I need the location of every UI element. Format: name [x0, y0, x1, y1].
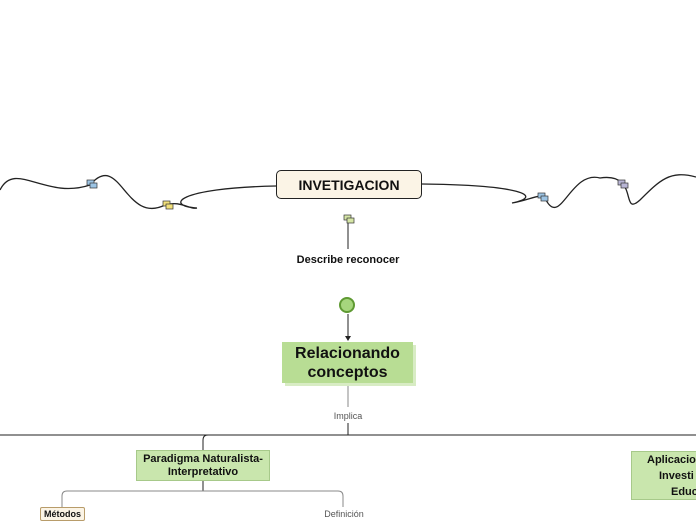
note-icon[interactable] [617, 179, 629, 189]
note-icon[interactable] [86, 179, 98, 189]
child-node-aplicacion[interactable]: Aplicacion Investi Educ [631, 451, 696, 500]
child-node-line1: Aplicacion [647, 453, 696, 466]
child-node-paradigma[interactable]: Paradigma Naturalista- Interpretativo [136, 450, 270, 481]
paradigma-children-bus [61, 490, 344, 507]
child-node-line1: Paradigma Naturalista- [143, 452, 263, 465]
note-icon[interactable] [343, 214, 355, 224]
main-concept-line1: Relacionando [295, 344, 400, 362]
arrow-head [345, 336, 351, 341]
root-topic-label: INVETIGACION [298, 176, 400, 193]
grandchild-node-metodos[interactable]: Métodos [40, 507, 85, 521]
grandchild-label-text: Definición [324, 508, 364, 519]
root-topic-investigacion[interactable]: INVETIGACION [276, 170, 422, 199]
relation-label-text: Implica [333, 410, 363, 421]
grandchild-label-definicion[interactable]: Definición [316, 507, 372, 520]
connector-label-text: Describe reconocer [296, 254, 400, 266]
relation-label-implica: Implica [320, 409, 376, 422]
note-icon[interactable] [537, 192, 549, 202]
right-wavy-branch [421, 174, 696, 208]
child-node-line2: Investi [659, 469, 694, 482]
main-concept-node[interactable]: Relacionando conceptos [282, 342, 413, 383]
connector-label-describe: Describe reconocer [280, 252, 416, 268]
bus-to-paradigma [202, 434, 209, 450]
main-concept-line2: conceptos [307, 363, 388, 381]
left-wavy-branch [0, 175, 277, 209]
child-node-line3: Educ [671, 485, 696, 498]
grandchild-label: Métodos [44, 509, 81, 519]
note-icon[interactable] [162, 200, 174, 210]
child-node-line2: Interpretativo [167, 465, 239, 478]
relationship-circle-node[interactable] [339, 297, 355, 313]
